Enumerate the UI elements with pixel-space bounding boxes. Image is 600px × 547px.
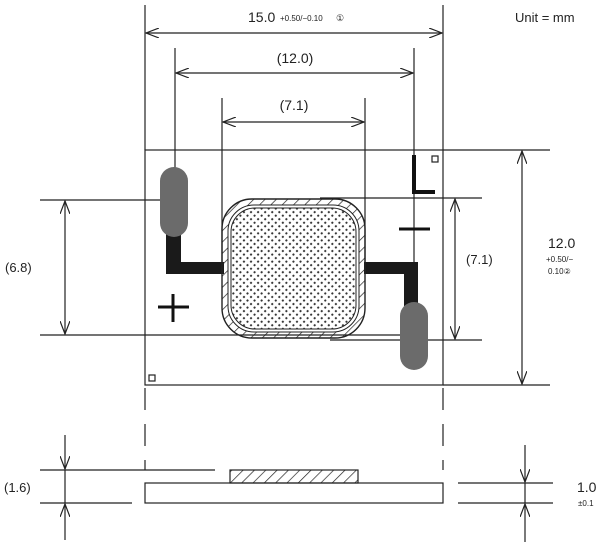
total-thickness-value: (1.6) [4,480,31,495]
overall-width-tolerance: +0.50/−0.10 [280,14,323,23]
core-width-value: (7.1) [280,97,309,113]
overall-height-value: 12.0 [548,235,575,251]
overall-width-note: ① [336,13,344,23]
dim-total-thickness: (1.6) [4,435,215,540]
unit-label: Unit = mm [515,10,575,25]
board-thickness-tolerance: ±0.1 [578,499,594,508]
board-thickness-value: 1.0 [577,479,597,495]
overall-width-value: 15.0 [248,9,275,25]
dim-overall-width: 15.0 +0.50/−0.10 ① [144,5,444,150]
pad-span-value: (12.0) [277,50,314,66]
plus-icon [158,294,189,322]
dim-overall-height: 12.0 +0.50/− 0.10② [443,149,575,386]
board-outline [144,149,444,386]
left-height-value: (6.8) [5,260,32,275]
break-lines [144,388,444,470]
traces [166,232,418,306]
corner-mark [148,374,156,382]
corner-mark [431,155,439,163]
overall-height-tolerance-1: +0.50/− [546,255,573,264]
dim-board-thickness: 1.0 ±0.1 [458,445,597,542]
dim-left-height: (6.8) [5,199,414,336]
overall-height-tolerance-2: 0.10② [548,267,571,276]
inductor-core [221,198,366,339]
side-view [144,469,444,504]
core-height-value: (7.1) [466,252,493,267]
right-pad [400,302,428,370]
left-pad [160,167,188,237]
l-mark-icon [412,155,435,194]
